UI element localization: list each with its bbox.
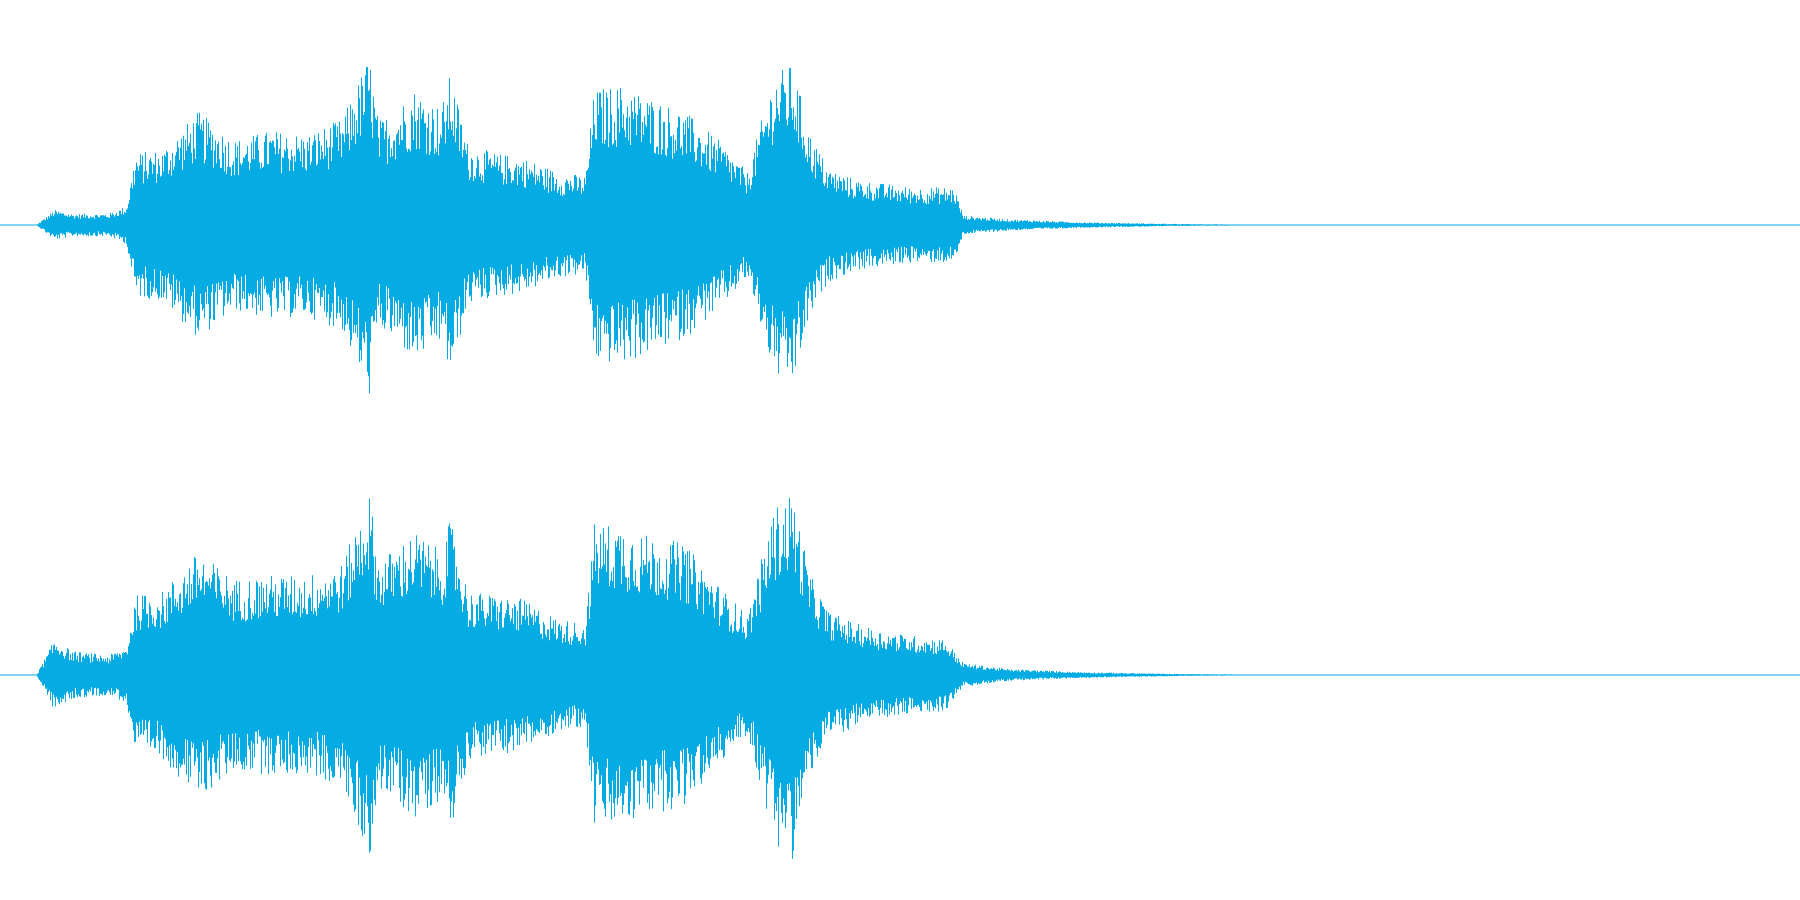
channel-left — [0, 66, 1800, 394]
channel-right — [0, 498, 1800, 859]
waveform-samples — [37, 498, 1368, 859]
waveform-samples — [37, 66, 1350, 394]
